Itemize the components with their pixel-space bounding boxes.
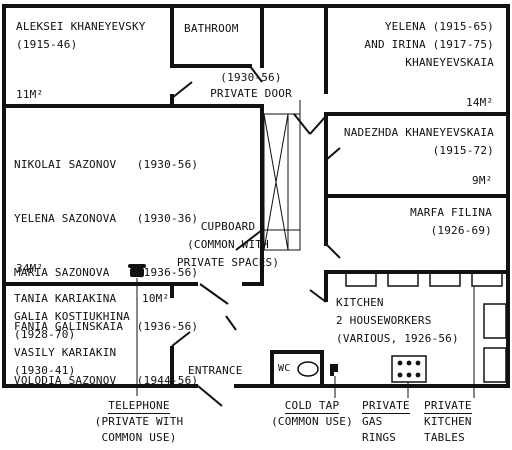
yelena-irina-area: 14M² xyxy=(466,96,494,109)
cold-tap-callout-title: COLD TAP xyxy=(284,399,340,414)
sazonov-resident: FANIA GALINSKAIA (1936-56) xyxy=(14,320,199,333)
kitchen-tables-callout-line3: TABLES xyxy=(424,431,465,444)
door-nadezhda xyxy=(325,147,341,161)
wc-toilet xyxy=(297,361,319,377)
kariakin-room: TANIA KARIAKINA GALIA KOSTIUKHINA (1928-… xyxy=(14,290,130,380)
telephone-callout-line2: (PRIVATE WITH xyxy=(94,415,184,428)
cupboard-hatch xyxy=(263,113,301,251)
sazonov-resident: NIKOLAI SAZONOV (1930-56) xyxy=(14,158,199,171)
kitchen-table-5 xyxy=(483,303,507,339)
kitchen-tables-callout-line2: KITCHEN xyxy=(424,415,472,428)
sazonov-resident: YELENA SAZONOVA (1930-36) xyxy=(14,212,199,225)
kariakin-resident: TANIA KARIAKINA xyxy=(14,292,117,305)
cupboard-line1: CUPBOARD xyxy=(200,220,256,233)
door-entrance-inner xyxy=(225,315,237,331)
telephone-callout-title: TELEPHONE xyxy=(108,399,170,414)
leader-kitchen-tables xyxy=(473,285,500,398)
cupboard-line3: PRIVATE SPACES) xyxy=(176,256,280,269)
kitchen-line3: (VARIOUS, 1926-56) xyxy=(336,332,459,345)
kitchen-tables-callout-title: PRIVATE xyxy=(424,399,472,414)
kariakin-area: 10M² xyxy=(142,292,170,305)
wc-label: WC xyxy=(278,363,291,374)
door-entrance xyxy=(197,385,223,407)
door-aleksei xyxy=(171,81,193,99)
cold-tap-callout-line2: (COMMON USE) xyxy=(271,415,353,428)
kariakin-resident: GALIA KOSTIUKHINA xyxy=(14,310,130,323)
private-door-years: (1930-56) xyxy=(220,71,282,84)
kariakin-resident: (1930-41) xyxy=(14,364,76,377)
aleksei-years: (1915-46) xyxy=(16,38,78,51)
yelena-irina-line2: AND IRINA (1917-75) xyxy=(364,38,494,51)
callout-kitchen-tables: PRIVATE KITCHEN TABLES xyxy=(424,398,472,446)
private-door-text: PRIVATE DOOR xyxy=(210,87,292,100)
aleksei-area: 11M² xyxy=(16,88,44,101)
gas-rings-callout-title: PRIVATE xyxy=(362,399,410,414)
gas-rings-callout-line2: GAS xyxy=(362,415,383,428)
telephone-icon xyxy=(128,264,146,277)
aleksei-room: ALEKSEI KHANEYEVSKY (1915-46) xyxy=(16,18,146,54)
yelena-irina-line3: KHANEYEVSKAIA xyxy=(405,56,494,69)
kariakin-resident: (1928-70) xyxy=(14,328,76,341)
kitchen-table-4 xyxy=(471,271,503,287)
marfa-years: (1926-69) xyxy=(430,224,492,237)
kitchen-room: KITCHEN 2 HOUSEWORKERS (VARIOUS, 1926-56… xyxy=(336,294,459,348)
yelena-irina-room: YELENA (1915-65) AND IRINA (1917-75) KHA… xyxy=(330,18,494,72)
kariakin-resident: VASILY KARIAKIN xyxy=(14,346,117,359)
door-bathroom xyxy=(249,65,263,83)
callout-telephone: TELEPHONE (PRIVATE WITH COMMON USE) xyxy=(54,398,224,446)
sazonov-area: 34M² xyxy=(16,262,44,275)
cupboard-label: CUPBOARD (COMMON WITH PRIVATE SPACES) xyxy=(160,218,296,272)
cold-tap-icon xyxy=(330,364,338,376)
entrance-label: ENTRANCE xyxy=(188,364,243,377)
sazonov-resident: VOLODIA SAZONOV (1944-56) xyxy=(14,374,199,387)
door-marfa xyxy=(325,243,341,259)
sazonov-room: NIKOLAI SAZONOV (1930-56) YELENA SAZONOV… xyxy=(14,120,198,408)
telephone-callout-line3: COMMON USE) xyxy=(101,431,177,444)
door-kariakin xyxy=(171,331,191,347)
marfa-room: MARFA FILINA (1926-69) xyxy=(380,204,492,240)
kitchen-table-6 xyxy=(483,347,507,383)
yelena-irina-line1: YELENA (1915-65) xyxy=(384,20,494,33)
nadezhda-name: NADEZHDA KHANEYEVSKAIA xyxy=(343,126,494,139)
nadezhda-room: NADEZHDA KHANEYEVSKAIA (1915-72) xyxy=(330,124,494,160)
private-door-label: (1930-56) PRIVATE DOOR xyxy=(196,70,306,102)
aleksei-name: ALEKSEI KHANEYEVSKY xyxy=(16,20,146,33)
gas-rings-callout-line3: RINGS xyxy=(362,431,397,444)
sazonov-resident: MARIA SAZONOVA (1936-56) xyxy=(14,266,199,279)
door-sazonov xyxy=(199,283,229,305)
nadezhda-years: (1915-72) xyxy=(432,144,494,157)
marfa-name: MARFA FILINA xyxy=(410,206,492,219)
nadezhda-area: 9M² xyxy=(472,174,493,187)
door-kitchen xyxy=(309,289,327,303)
door-private xyxy=(293,113,311,135)
door-cupboard-a xyxy=(235,229,263,251)
kitchen-table-3 xyxy=(429,271,461,287)
bathroom-label: BATHROOM xyxy=(184,22,239,35)
door-private-2 xyxy=(309,115,327,135)
kitchen-line2: 2 HOUSEWORKERS xyxy=(336,314,432,327)
callout-cold-tap: COLD TAP (COMMON USE) xyxy=(264,398,360,430)
callout-gas-rings: PRIVATE GAS RINGS xyxy=(362,398,410,446)
kitchen-line1: KITCHEN xyxy=(336,296,384,309)
kitchen-table-1 xyxy=(345,271,377,287)
cupboard-line2: (COMMON WITH xyxy=(187,238,269,251)
gas-rings-stove xyxy=(391,355,427,383)
kitchen-table-2 xyxy=(387,271,419,287)
